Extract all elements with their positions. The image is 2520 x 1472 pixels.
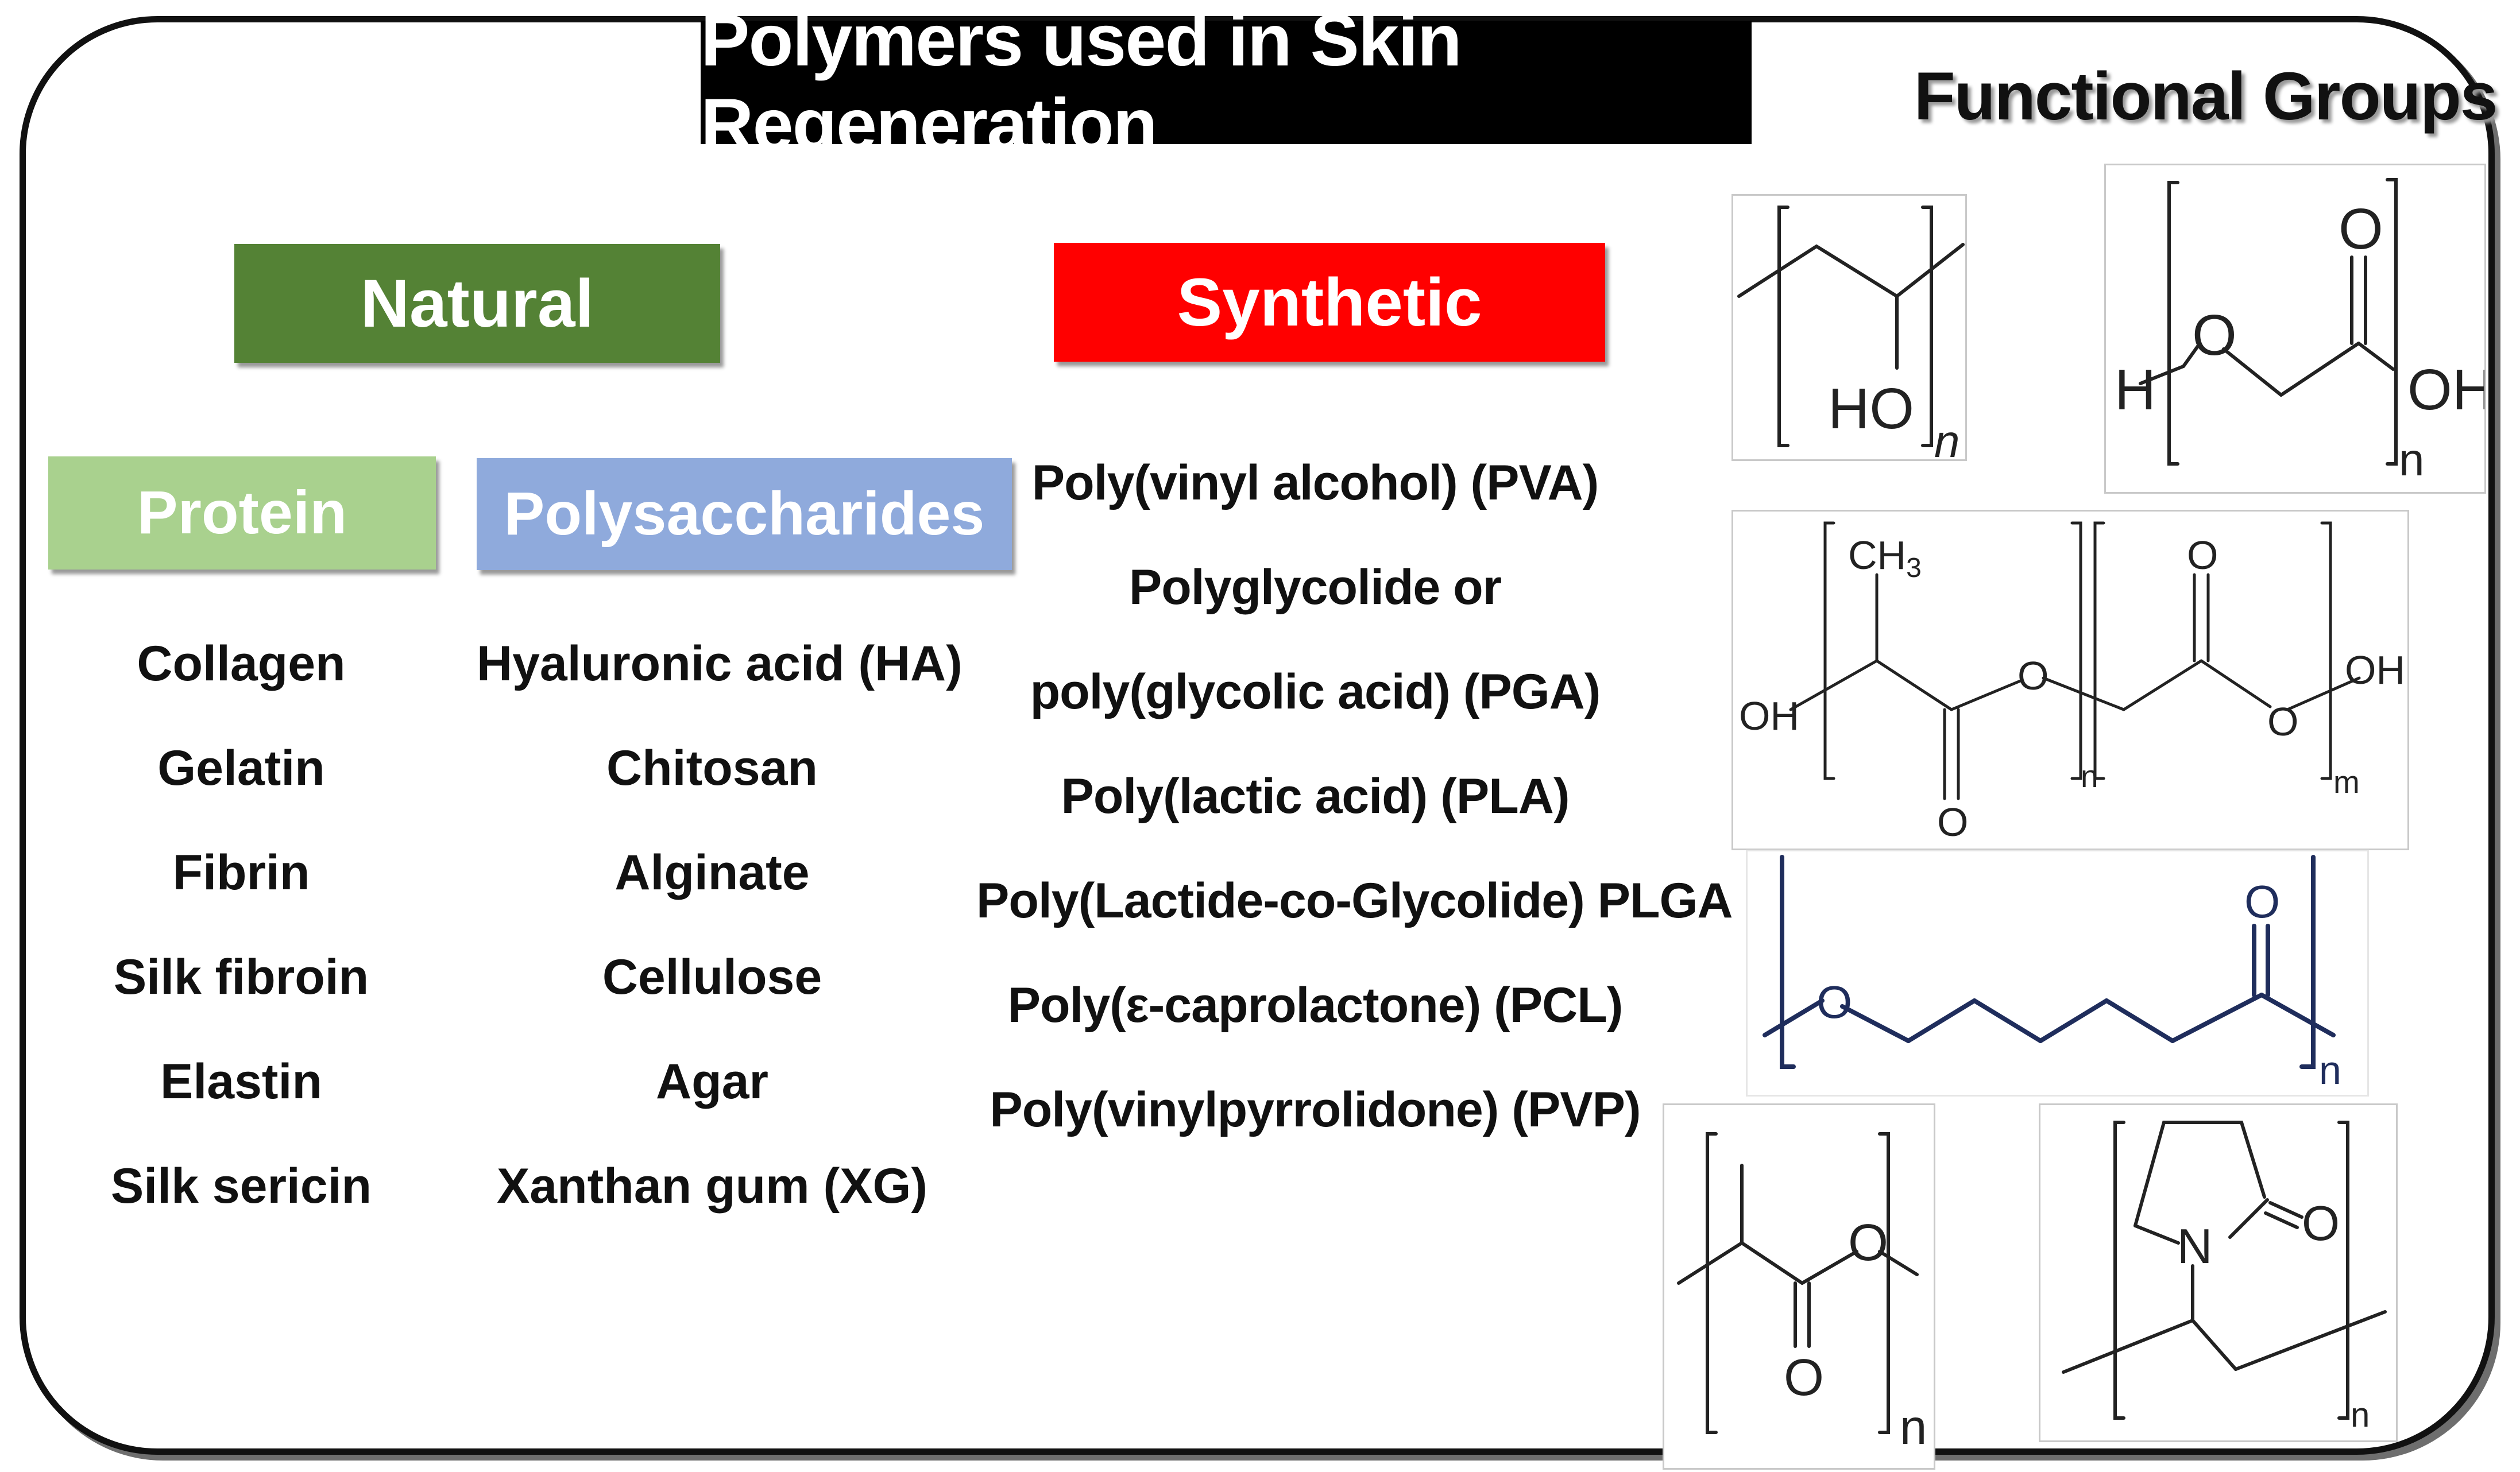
plga-o3-label: O (2187, 533, 2218, 578)
list-item: Silk fibroin (113, 950, 369, 1005)
functional-groups-title: Functional Groups (1914, 59, 2498, 134)
synthetic-list: Poly(vinyl alcohol) (PVA) Polyglycolide … (976, 431, 1733, 1162)
list-item: Agar (656, 1054, 768, 1109)
plga-o1-label: O (2017, 653, 2049, 698)
list-item: Poly(lactic acid) (PLA) (1061, 769, 1570, 824)
natural-category: Natural (234, 244, 720, 363)
list-item: Cellulose (602, 950, 822, 1005)
plga-n-label: n (2081, 758, 2098, 794)
pla-n-label: n (1900, 1400, 1927, 1455)
pva-n-label: n (1934, 416, 1960, 461)
list-item: Polyglycolide or (1128, 560, 1502, 615)
plga-oh2-label: OH (2345, 648, 2405, 692)
list-item: Hyaluronic acid (HA) (477, 636, 963, 691)
pga-h-label: H (2115, 358, 2156, 422)
plga-ch3-label: CH3 (1848, 533, 1922, 583)
protein-list: Collagen Gelatin Fibrin Silk fibroin Ela… (46, 611, 436, 1238)
list-item: Poly(ε-caprolactone) (PCL) (1007, 978, 1624, 1033)
pga-structure: H O O OH n (2104, 164, 2486, 494)
synthetic-category: Synthetic (1054, 243, 1605, 362)
list-item: Elastin (160, 1054, 322, 1109)
list-item: Alginate (614, 845, 810, 900)
pla-o1-label: O (1848, 1214, 1888, 1272)
pcl-structure: O O n (1746, 850, 2369, 1097)
plga-oh1-label: OH (1739, 694, 1799, 738)
pvp-n-atom-label: N (2177, 1219, 2212, 1274)
pva-structure: HO n (1731, 194, 1967, 461)
plga-o2-label: O (1937, 800, 1968, 845)
plga-structure: CH3 OH O O O O OH n m (1731, 510, 2409, 850)
pcl-o2-label: O (2244, 876, 2280, 927)
pva-oh-label: HO (1828, 377, 1914, 441)
list-item: Silk sericin (110, 1159, 372, 1214)
list-item: Poly(vinyl alcohol) (PVA) (1031, 455, 1599, 510)
pcl-n-label: n (2319, 1048, 2341, 1093)
list-item: Collagen (137, 636, 346, 691)
pla-o2-label: O (1784, 1349, 1824, 1407)
pvp-o-label: O (2302, 1196, 2340, 1251)
pga-o2-label: O (2339, 197, 2383, 261)
pga-n-label: n (2399, 434, 2425, 485)
page-title: Polymers used in Skin Regeneration (701, 0, 1752, 166)
list-item: Poly(vinylpyrrolidone) (PVP) (990, 1082, 1641, 1137)
list-item: Gelatin (157, 741, 325, 796)
polysaccharides-category: Polysaccharides (477, 458, 1012, 570)
protein-category: Protein (48, 456, 436, 570)
list-item: Poly(Lactide-co-Glycolide) PLGA (976, 873, 1733, 928)
list-item: poly(glycolic acid) (PGA) (1030, 664, 1601, 719)
list-item: Chitosan (606, 741, 818, 796)
list-item: Fibrin (172, 845, 310, 900)
polysaccharide-list: Hyaluronic acid (HA) Chitosan Alginate C… (477, 611, 963, 1238)
list-item: Xanthan gum (XG) (496, 1159, 928, 1214)
pvp-structure: N O n (2039, 1103, 2398, 1442)
pcl-o1-label: O (1816, 977, 1852, 1028)
pga-o1-label: O (2192, 303, 2237, 367)
plga-o4-label: O (2267, 699, 2298, 744)
pga-oh-label: OH (2407, 358, 2486, 422)
pvp-n-label: n (2351, 1396, 2370, 1434)
pla-structure: O O n (1663, 1103, 1935, 1470)
plga-m-label: m (2333, 764, 2360, 800)
